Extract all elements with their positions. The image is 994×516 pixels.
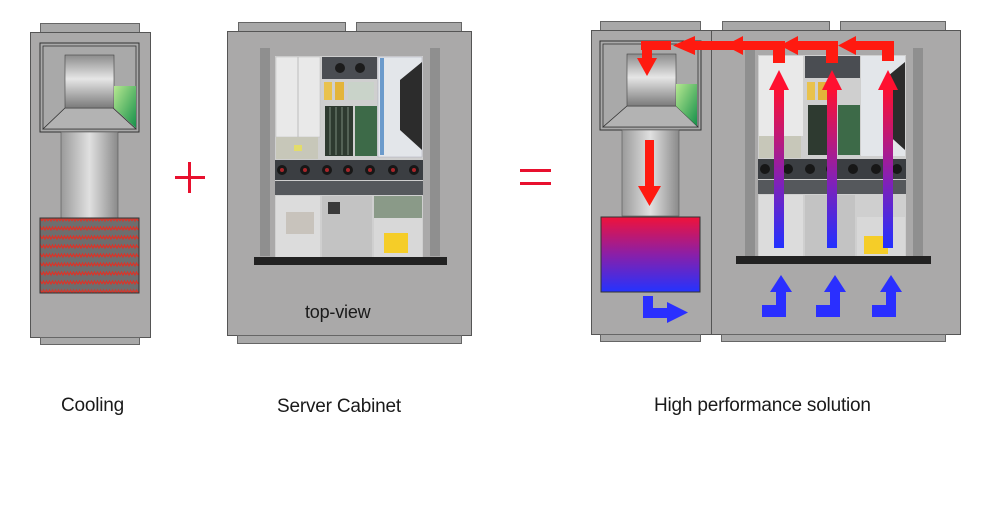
server-top-view-label: top-view [305, 302, 371, 322]
yellow-label-icon [384, 233, 408, 253]
cooling-duct [60, 131, 119, 219]
cool-supply-arrows [643, 275, 902, 323]
rising-airflow-arrow-1 [769, 70, 789, 248]
solution-server-bottom-cap [721, 334, 946, 342]
caption-server-cabinet: Server Cabinet [277, 396, 401, 417]
rising-airflow-arrow-2 [822, 70, 842, 248]
server-bottom-cap [237, 335, 462, 344]
server-base-plate [254, 257, 447, 265]
server-board-top-view [275, 56, 423, 261]
caption-cooling: Cooling [61, 395, 125, 416]
cooling-bottom-cap [40, 337, 140, 345]
solution-base-plate [736, 256, 931, 264]
hot-return-arrows [637, 36, 894, 206]
caption-solution: High performance solution [654, 395, 871, 416]
server-rails [260, 48, 440, 256]
solution-cooling-bottom-cap [600, 334, 701, 342]
cooling-coil [39, 217, 140, 294]
fan-green-icon [114, 86, 136, 128]
solution-heat-exchanger [600, 216, 701, 293]
solution-fan-green-icon [676, 84, 697, 126]
cooling-fan-housing [39, 42, 140, 133]
rising-airflow-arrow-3 [878, 70, 898, 248]
